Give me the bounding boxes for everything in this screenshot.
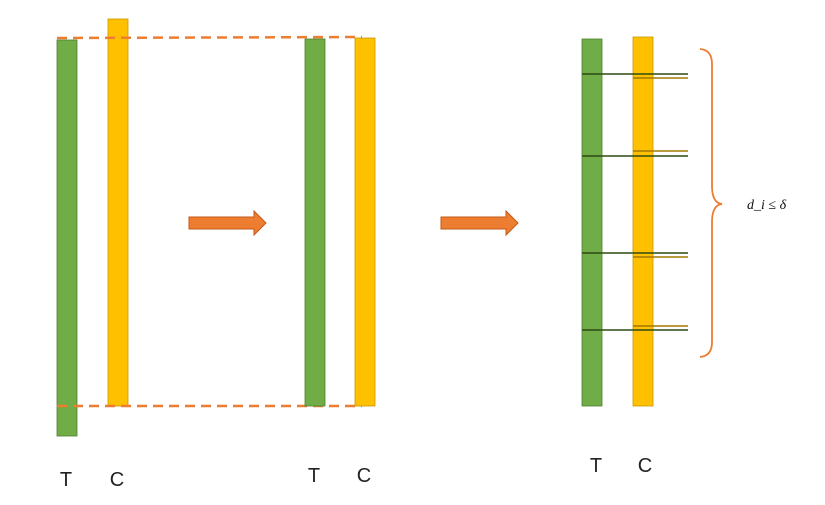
match-pair-2 xyxy=(582,150,688,157)
panel-1: T C xyxy=(56,18,129,491)
dashed-guide-top xyxy=(56,35,363,40)
panel-3-t-label: T xyxy=(590,455,602,477)
panel-1-treatment-bar xyxy=(56,39,78,437)
panel-2: T C xyxy=(304,37,376,487)
match-pair-4 xyxy=(582,325,688,331)
panel-3-c-label: C xyxy=(638,455,652,477)
step-arrow-1-icon xyxy=(188,209,267,237)
panel-1-t-label: T xyxy=(60,469,72,491)
right-curly-brace-icon xyxy=(699,48,723,358)
constraint-label: d_i ≤ δ xyxy=(747,198,787,213)
panel-3-treatment-bar xyxy=(581,38,603,407)
panel-2-c-label: C xyxy=(357,465,371,487)
panel-2-control-bar xyxy=(354,37,376,407)
panel-2-treatment-bar xyxy=(304,38,326,407)
panel-1-c-label: C xyxy=(110,469,124,491)
panel-3: T C xyxy=(581,36,688,477)
match-pair-3 xyxy=(582,252,688,258)
match-pair-1 xyxy=(582,73,688,79)
panel-2-t-label: T xyxy=(308,465,320,487)
step-arrow-2-icon xyxy=(440,209,519,237)
panel-3-control-bar xyxy=(632,36,654,407)
panel-1-control-bar xyxy=(107,18,129,407)
